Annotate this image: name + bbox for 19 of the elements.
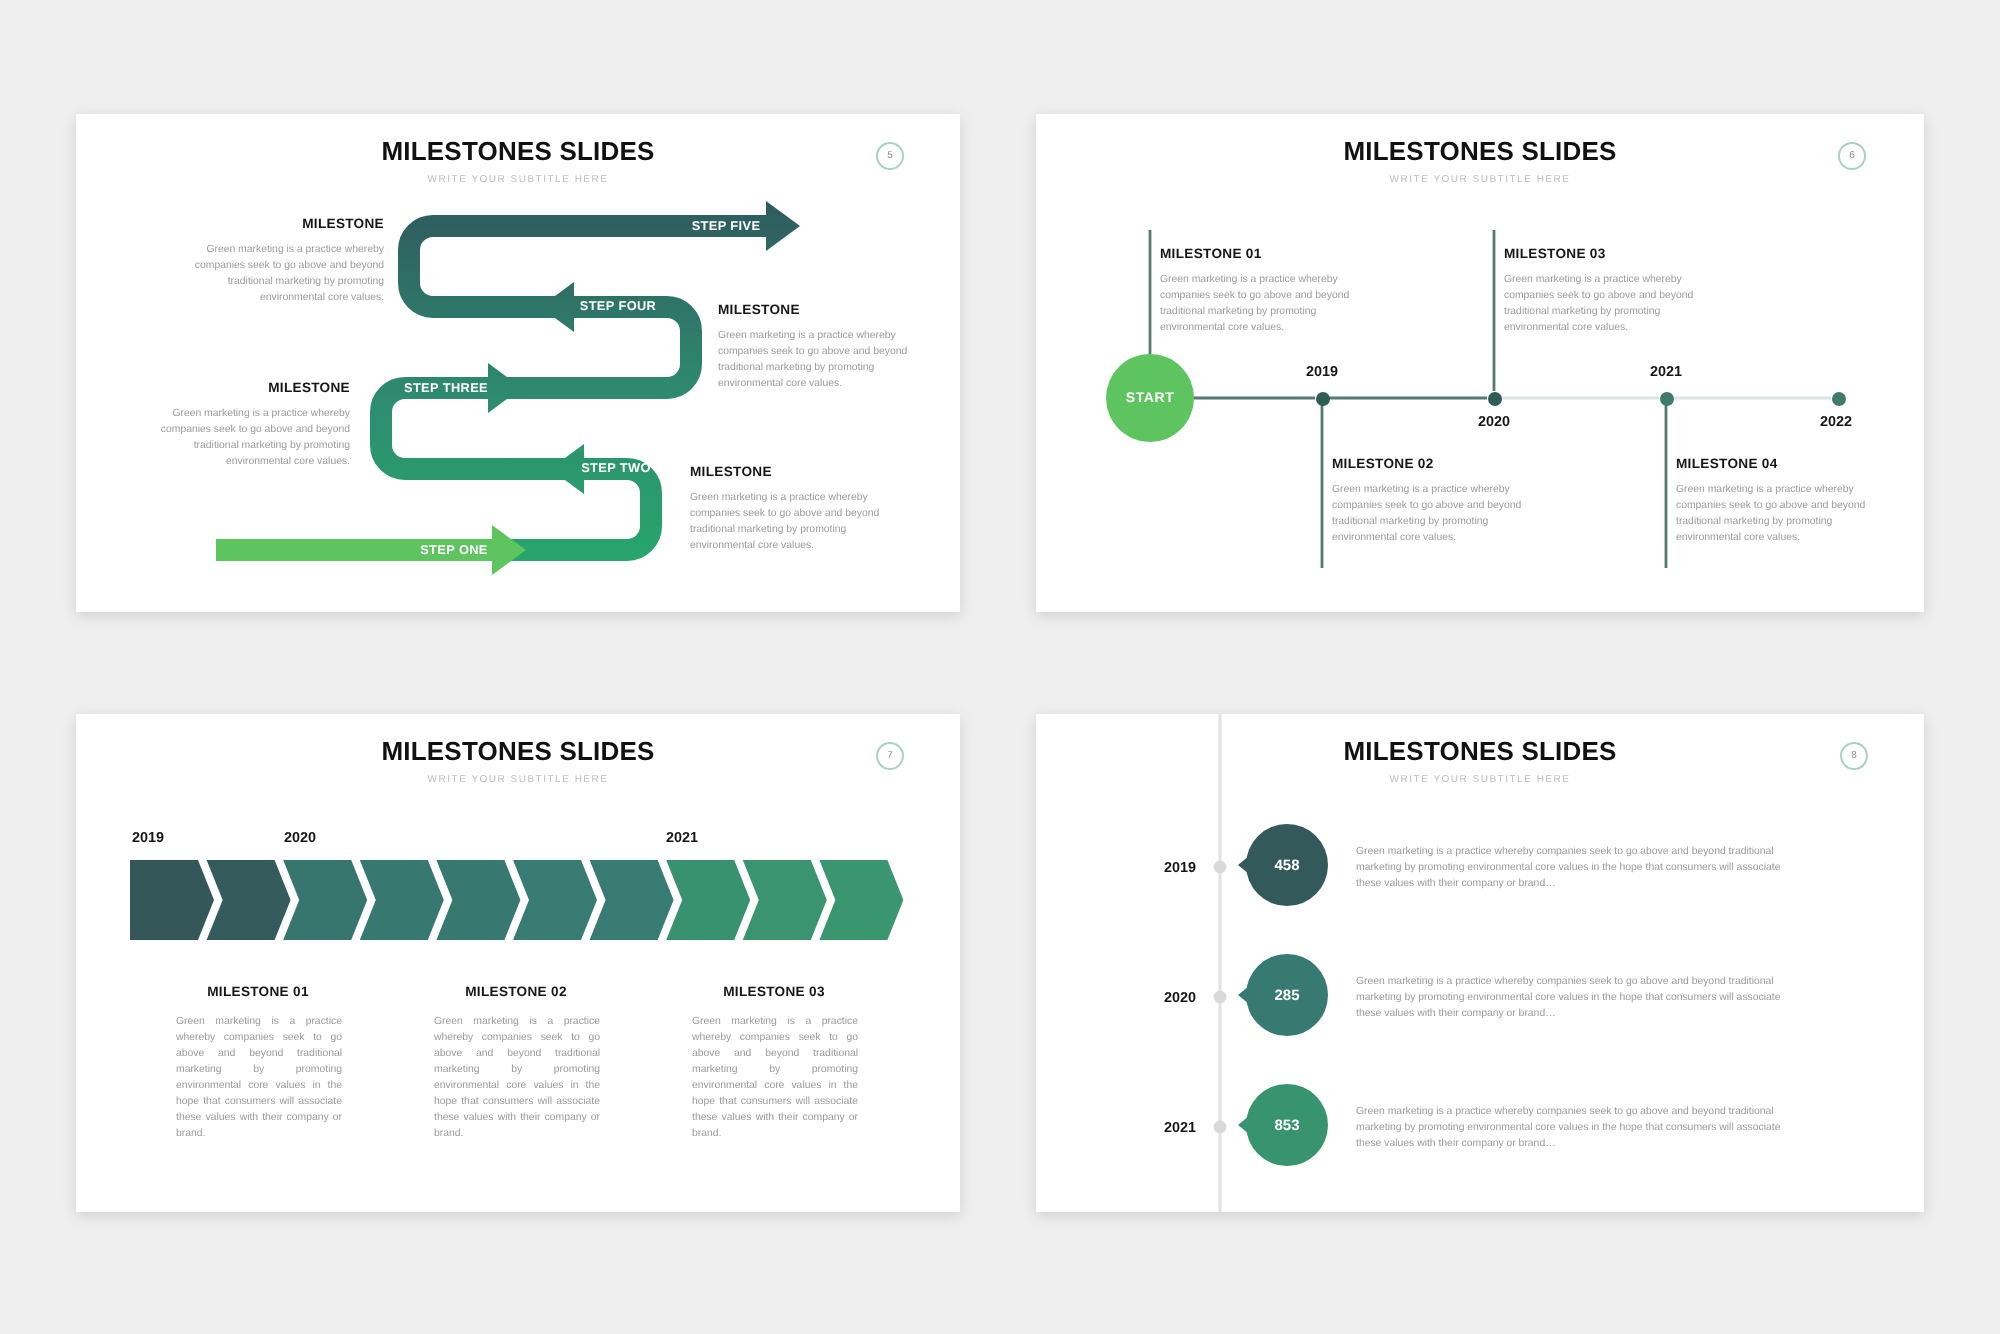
slide-card xyxy=(1036,114,1924,612)
slide-title: MILESTONES SLIDES xyxy=(381,138,655,166)
slide-card xyxy=(76,114,960,612)
timeline-line xyxy=(1320,405,1324,568)
timeline-dot xyxy=(1659,391,1673,405)
slide-title: MILESTONES SLIDES xyxy=(381,738,655,766)
timeline-line xyxy=(1664,405,1668,568)
timeline-line xyxy=(1329,396,1487,400)
timeline-dot xyxy=(1831,391,1845,405)
timeline-line xyxy=(1492,230,1496,391)
timeline-dot xyxy=(1487,391,1501,405)
slide-card xyxy=(1036,714,1924,1212)
timeline-dot xyxy=(1315,391,1329,405)
slide-title: MILESTONES SLIDES xyxy=(1343,138,1617,166)
timeline-line xyxy=(1148,230,1152,354)
timeline-line xyxy=(1194,396,1315,400)
timeline-line xyxy=(1501,396,1659,400)
timeline-line xyxy=(1673,396,1831,400)
slide-title: MILESTONES SLIDES xyxy=(1343,738,1617,766)
